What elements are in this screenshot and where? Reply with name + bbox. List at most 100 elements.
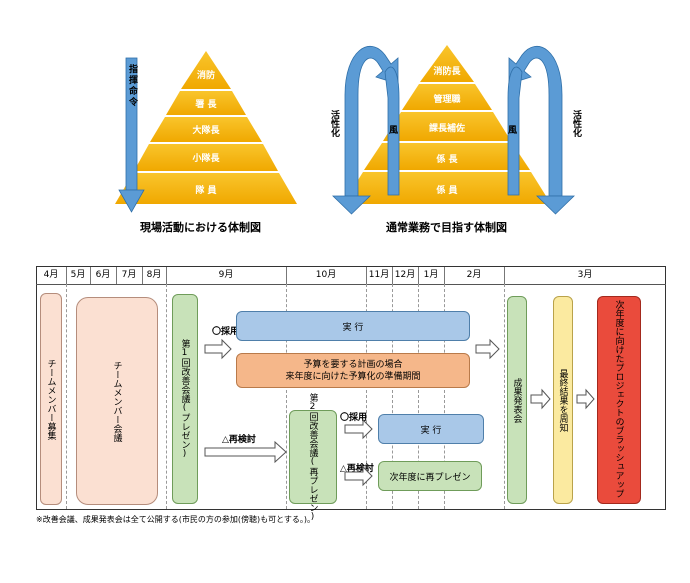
timeline-frame bbox=[36, 266, 666, 510]
month-oct: 10月 bbox=[315, 270, 337, 280]
brushup-text: 次年度に向けたプロジェクトのブラッシュアップ bbox=[613, 300, 624, 498]
sep bbox=[66, 267, 67, 284]
month-jan: 1月 bbox=[423, 270, 439, 280]
column-divider bbox=[504, 284, 505, 509]
column-divider bbox=[418, 284, 419, 509]
column-divider bbox=[366, 284, 367, 509]
left-wind-label: 風 bbox=[389, 126, 399, 136]
month-apr: 4月 bbox=[43, 270, 59, 280]
right-tier-3 bbox=[383, 112, 511, 141]
first-review-text: 第1回改善会議(プレゼン) bbox=[179, 339, 190, 459]
first-review-box: 第1回改善会議(プレゼン) bbox=[172, 294, 198, 504]
column-divider bbox=[66, 284, 67, 509]
second-review-box: 第2回改善会議(再プレゼン) bbox=[289, 393, 337, 522]
month-dec: 12月 bbox=[394, 270, 416, 280]
command-arrow-label: 指揮命令 bbox=[127, 64, 137, 108]
adopt1-label: 〇採用 bbox=[212, 327, 240, 337]
execute2-box: 実 行 bbox=[378, 414, 484, 444]
sep bbox=[418, 267, 419, 284]
right-activation-label: 活性化 bbox=[571, 110, 581, 137]
budget-text-1: 予算を要する計画の場合 bbox=[303, 359, 403, 370]
month-may: 5月 bbox=[70, 270, 86, 280]
left-level-3: 大隊長 bbox=[192, 126, 220, 136]
month-sep: 9月 bbox=[218, 270, 234, 280]
right-wind-label: 風 bbox=[508, 126, 518, 136]
sep bbox=[166, 267, 167, 284]
left-level-4: 小隊長 bbox=[192, 154, 220, 164]
represent-box: 次年度に再プレゼン bbox=[378, 461, 482, 491]
right-level-1: 消防長 bbox=[433, 67, 461, 77]
column-divider bbox=[392, 284, 393, 509]
left-level-1: 消防 bbox=[196, 71, 215, 81]
column-divider bbox=[166, 284, 167, 509]
right-tier-4 bbox=[364, 143, 530, 170]
left-pyramid bbox=[115, 51, 297, 204]
left-tier-2 bbox=[166, 91, 246, 115]
column-divider bbox=[444, 284, 445, 509]
month-nov: 11月 bbox=[368, 270, 390, 280]
timeline-header-line bbox=[36, 284, 666, 285]
results-text: 成果発表会 bbox=[511, 377, 522, 423]
meeting-text: チームメンバー会議 bbox=[111, 360, 122, 442]
reconsider1-label: △再検討 bbox=[222, 435, 256, 445]
sep bbox=[392, 267, 393, 284]
recruit-box: チームメンバー募集 bbox=[40, 293, 62, 505]
recruit-text: チームメンバー募集 bbox=[45, 358, 56, 440]
right-level-3: 課長補佐 bbox=[428, 124, 465, 134]
right-caption: 通常業務で目指す体制図 bbox=[386, 221, 507, 234]
brushup-box: 次年度に向けたプロジェクトのブラッシュアップ bbox=[597, 296, 641, 504]
left-tier-5 bbox=[115, 173, 297, 204]
arrow-reconsider1 bbox=[204, 440, 287, 464]
sep bbox=[444, 267, 445, 284]
sep bbox=[286, 267, 287, 284]
sep bbox=[504, 267, 505, 284]
sep bbox=[366, 267, 367, 284]
results-box: 成果発表会 bbox=[507, 296, 527, 504]
footnote: ※改善会議、成果発表会は全て公開する(市民の方の参加(傍聴)も可とする。)。 bbox=[36, 515, 315, 524]
arrow-to-represent bbox=[344, 465, 373, 487]
arrow-to-final bbox=[530, 388, 551, 410]
adopt2-label: 〇採用 bbox=[340, 413, 368, 423]
budget-box: 予算を要する計画の場合 来年度に向けた予算化の準備期間 bbox=[236, 353, 470, 388]
right-level-5: 係 員 bbox=[436, 186, 458, 196]
column-divider bbox=[286, 284, 287, 509]
left-curved-arrow bbox=[332, 45, 400, 215]
month-mar: 3月 bbox=[577, 270, 593, 280]
month-jun: 6月 bbox=[95, 270, 111, 280]
execute2-text: 実 行 bbox=[420, 425, 442, 436]
sep bbox=[142, 267, 143, 284]
month-jul: 7月 bbox=[121, 270, 137, 280]
left-level-2: 署 長 bbox=[195, 100, 217, 110]
arrow-to-execute2 bbox=[344, 418, 373, 440]
left-tier-1 bbox=[181, 51, 231, 89]
meeting-box: チームメンバー会議 bbox=[76, 297, 158, 505]
right-pyramid bbox=[343, 45, 551, 204]
month-aug: 8月 bbox=[146, 270, 162, 280]
month-feb: 2月 bbox=[466, 270, 482, 280]
left-tier-3 bbox=[150, 117, 262, 142]
right-level-2: 管理職 bbox=[433, 95, 461, 105]
top-diagram-svg bbox=[115, 45, 575, 215]
represent-text: 次年度に再プレゼン bbox=[389, 472, 471, 483]
left-level-5: 隊 員 bbox=[195, 186, 217, 196]
execute1-text: 実 行 bbox=[342, 322, 364, 333]
execute1-box: 実 行 bbox=[236, 311, 470, 341]
budget-text-2: 来年度に向けた予算化の準備期間 bbox=[285, 371, 421, 382]
final-box: 最終結果を周知 bbox=[553, 296, 573, 504]
left-activation-label: 活性化 bbox=[329, 110, 339, 137]
arrow-to-budget bbox=[204, 338, 232, 360]
right-level-4: 係 長 bbox=[436, 155, 458, 165]
final-text: 最終結果を周知 bbox=[557, 368, 568, 432]
reconsider2-label: △再検討 bbox=[340, 464, 374, 474]
left-caption: 現場活動における体制図 bbox=[140, 221, 261, 234]
right-tier-1 bbox=[420, 45, 474, 82]
second-review-text: 第2回改善会議(再プレゼン) bbox=[307, 392, 318, 522]
right-tier-2 bbox=[402, 84, 492, 110]
right-curved-arrow bbox=[507, 45, 575, 215]
sep bbox=[116, 267, 117, 284]
command-arrow bbox=[118, 57, 145, 213]
sep bbox=[90, 267, 91, 284]
left-tier-4 bbox=[134, 144, 278, 171]
arrow-to-results bbox=[475, 338, 500, 360]
